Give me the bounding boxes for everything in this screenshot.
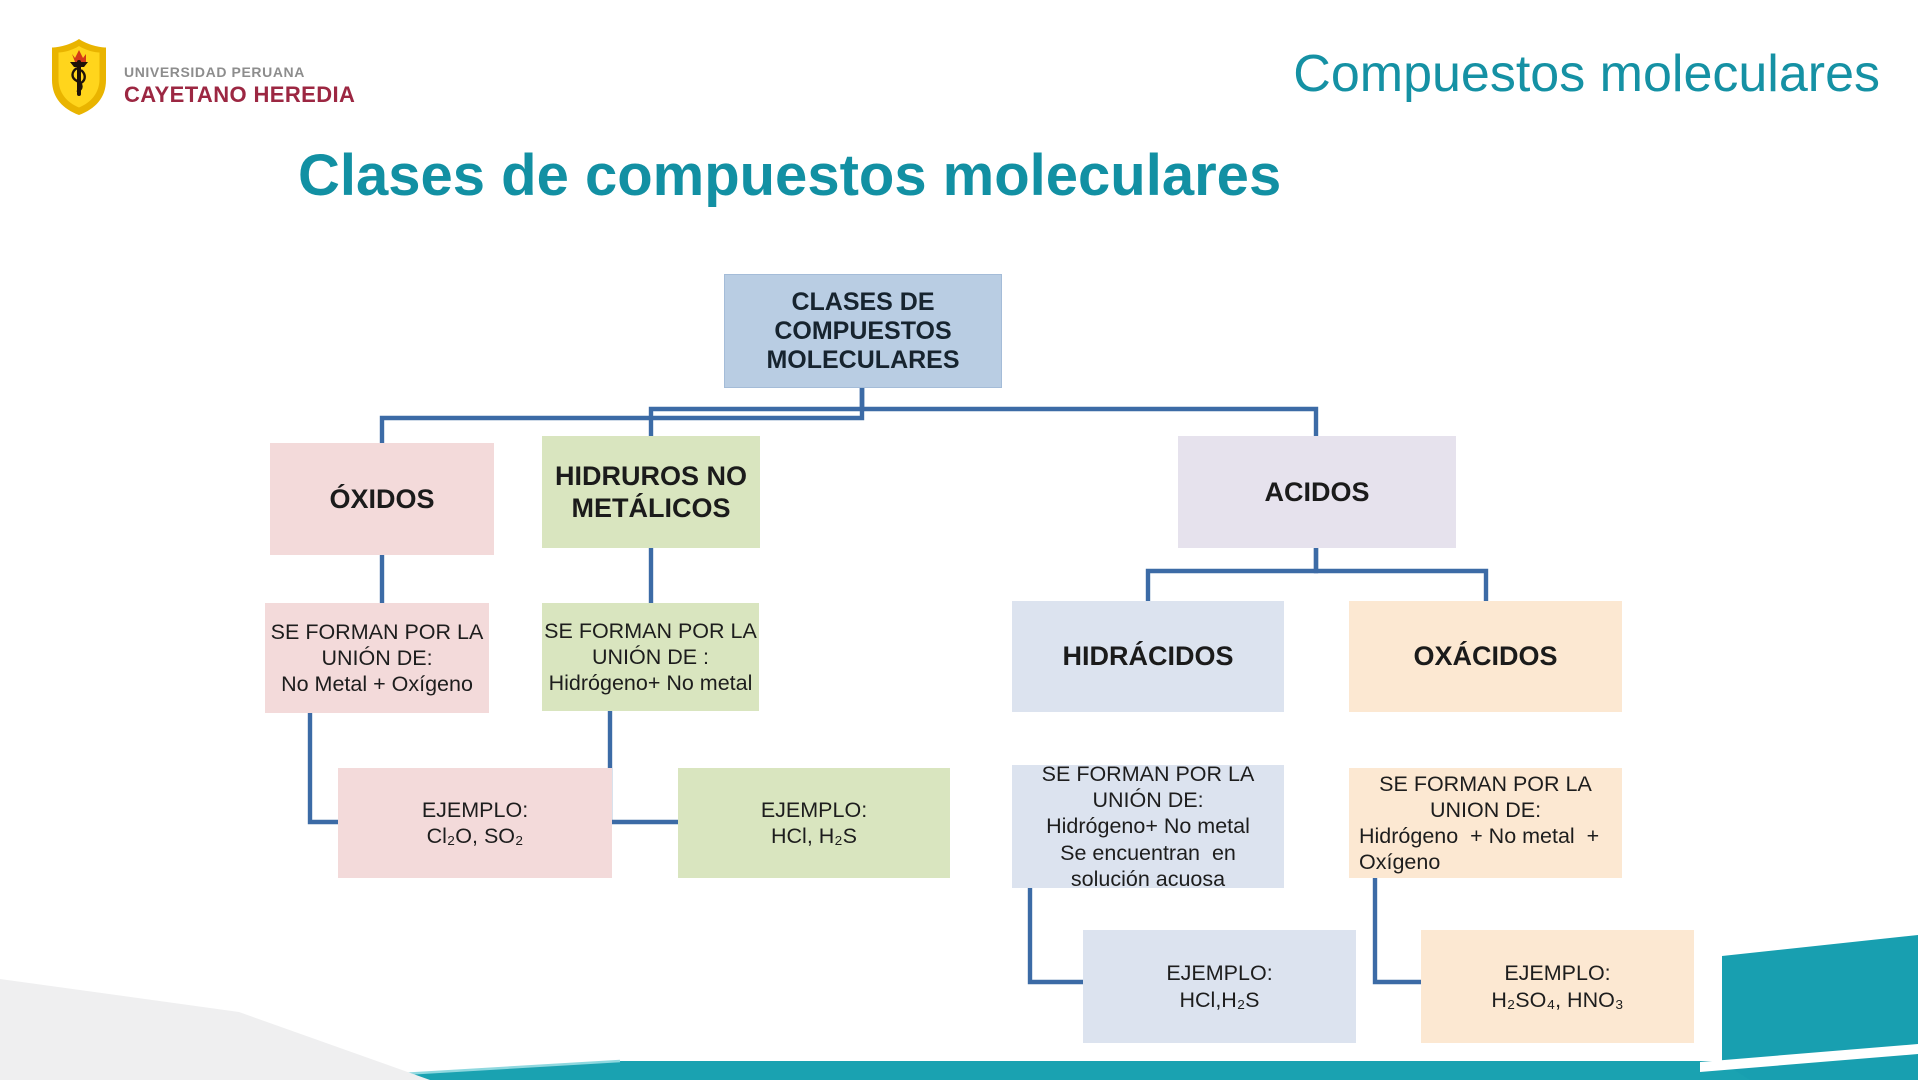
bottom-bar-shape bbox=[300, 1061, 1918, 1080]
university-name: UNIVERSIDAD PERUANA CAYETANO HEREDIA bbox=[124, 46, 355, 108]
node-oxidos-ejemplo: EJEMPLO: Cl₂O, SO₂ bbox=[338, 768, 612, 878]
node-hidracidos: HIDRÁCIDOS bbox=[1012, 601, 1284, 712]
node-root-label: CLASES DE COMPUESTOS MOLECULARES bbox=[766, 287, 960, 374]
node-oxacidos-ejemplo-text: EJEMPLO: H₂SO₄, HNO₃ bbox=[1491, 961, 1624, 1012]
node-oxacidos: OXÁCIDOS bbox=[1349, 601, 1622, 712]
node-oxidos-label: ÓXIDOS bbox=[329, 483, 435, 514]
node-hidruros-ejemplo: EJEMPLO: HCl, H₂S bbox=[678, 768, 950, 878]
connector-root-acidos bbox=[859, 384, 1319, 436]
node-oxacidos-label: OXÁCIDOS bbox=[1413, 641, 1558, 672]
node-hidracidos-ejemplo-text: EJEMPLO: HCl,H₂S bbox=[1166, 961, 1273, 1012]
gray-wedge-shape bbox=[0, 979, 430, 1080]
node-oxidos-forman-text: SE FORMAN POR LA UNIÓN DE: No Metal + Ox… bbox=[270, 619, 484, 697]
slide-topic: Compuestos moleculares bbox=[1293, 45, 1880, 103]
node-oxacidos-forman-head: SE FORMAN POR LA UNION DE: bbox=[1379, 771, 1592, 822]
university-shield-icon bbox=[52, 39, 106, 115]
node-hidruros-forman: SE FORMAN POR LA UNIÓN DE : Hidrógeno+ N… bbox=[542, 603, 759, 711]
connector-acidos-hidracidos bbox=[1145, 548, 1319, 601]
connector-hidruros-ejemplo bbox=[607, 711, 678, 825]
connector-hidracidos-ejemplo bbox=[1027, 888, 1083, 985]
connector-root-hidruros bbox=[648, 384, 865, 436]
node-hidruros: HIDRUROS NO METÁLICOS bbox=[542, 436, 760, 548]
node-oxidos: ÓXIDOS bbox=[270, 443, 494, 555]
teal-wedge-shape bbox=[1722, 935, 1918, 1080]
university-name-line2: CAYETANO HEREDIA bbox=[124, 82, 356, 107]
node-oxidos-ejemplo-text: EJEMPLO: Cl₂O, SO₂ bbox=[421, 797, 529, 848]
node-hidruros-forman-text: SE FORMAN POR LA UNIÓN DE : Hidrógeno+ N… bbox=[544, 618, 757, 696]
node-hidruros-ejemplo-text: EJEMPLO: HCl, H₂S bbox=[760, 797, 868, 848]
connector-oxidos-ejemplo bbox=[307, 713, 338, 825]
node-acidos-label: ACIDOS bbox=[1264, 476, 1370, 507]
node-hidracidos-ejemplo: EJEMPLO: HCl,H₂S bbox=[1083, 930, 1356, 1043]
bottom-bar-edge-highlight bbox=[299, 1059, 621, 1080]
connector-oxacidos-ejemplo bbox=[1372, 878, 1421, 985]
page-title: Clases de compuestos moleculares bbox=[298, 143, 1282, 208]
university-logo: UNIVERSIDAD PERUANA CAYETANO HEREDIA bbox=[48, 38, 355, 116]
node-hidracidos-forman-text: SE FORMAN POR LA UNIÓN DE: Hidrógeno+ No… bbox=[1041, 761, 1255, 891]
node-oxacidos-ejemplo: EJEMPLO: H₂SO₄, HNO₃ bbox=[1421, 930, 1694, 1043]
university-name-line1: UNIVERSIDAD PERUANA bbox=[124, 64, 305, 80]
connector-root-oxidos bbox=[379, 384, 865, 443]
node-oxacidos-forman: SE FORMAN POR LA UNION DE: Hidrógeno + N… bbox=[1349, 768, 1622, 878]
node-acidos: ACIDOS bbox=[1178, 436, 1456, 548]
node-hidruros-label: HIDRUROS NO METÁLICOS bbox=[554, 460, 747, 523]
teal-wedge-gap bbox=[1700, 1044, 1918, 1072]
connector-acidos-oxacidos bbox=[1313, 548, 1489, 601]
node-hidracidos-forman: SE FORMAN POR LA UNIÓN DE: Hidrógeno+ No… bbox=[1012, 762, 1284, 891]
node-oxacidos-forman-body: Hidrógeno + No metal + Oxígeno bbox=[1359, 824, 1600, 875]
node-oxidos-forman: SE FORMAN POR LA UNIÓN DE: No Metal + Ox… bbox=[265, 603, 489, 713]
node-root: CLASES DE COMPUESTOS MOLECULARES bbox=[724, 274, 1002, 388]
node-hidracidos-label: HIDRÁCIDOS bbox=[1062, 641, 1234, 672]
